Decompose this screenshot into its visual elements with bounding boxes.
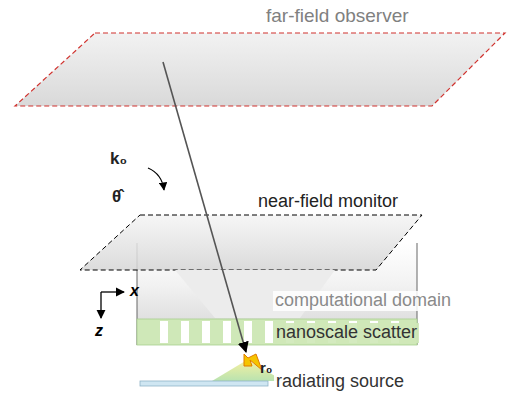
vector-label: k₀ [110,150,127,169]
region-label: computational domain [273,291,453,311]
slot [244,321,252,343]
component-label: radiating source [274,372,406,392]
plane-label: far-field observer [266,6,409,27]
near-field-plane [80,215,422,270]
source-plate [140,381,268,386]
vector-label: θ̂ [112,188,121,207]
vector-label: r₀ [260,360,273,377]
x-axis [101,291,124,292]
axis-label: z [95,322,103,340]
slot [223,321,231,343]
slot [265,321,273,343]
theta-arrow [148,168,164,190]
layer-label: nanoscale scatter [274,323,419,343]
far-field-plane [15,33,505,106]
position-arrow [244,354,262,370]
plane-label: near-field monitor [258,192,398,212]
axis-label: x [130,282,139,300]
slot [202,321,210,343]
slot [181,321,189,343]
wave-vector-ray [163,62,246,352]
z-axis [100,292,101,318]
slot [160,321,168,343]
